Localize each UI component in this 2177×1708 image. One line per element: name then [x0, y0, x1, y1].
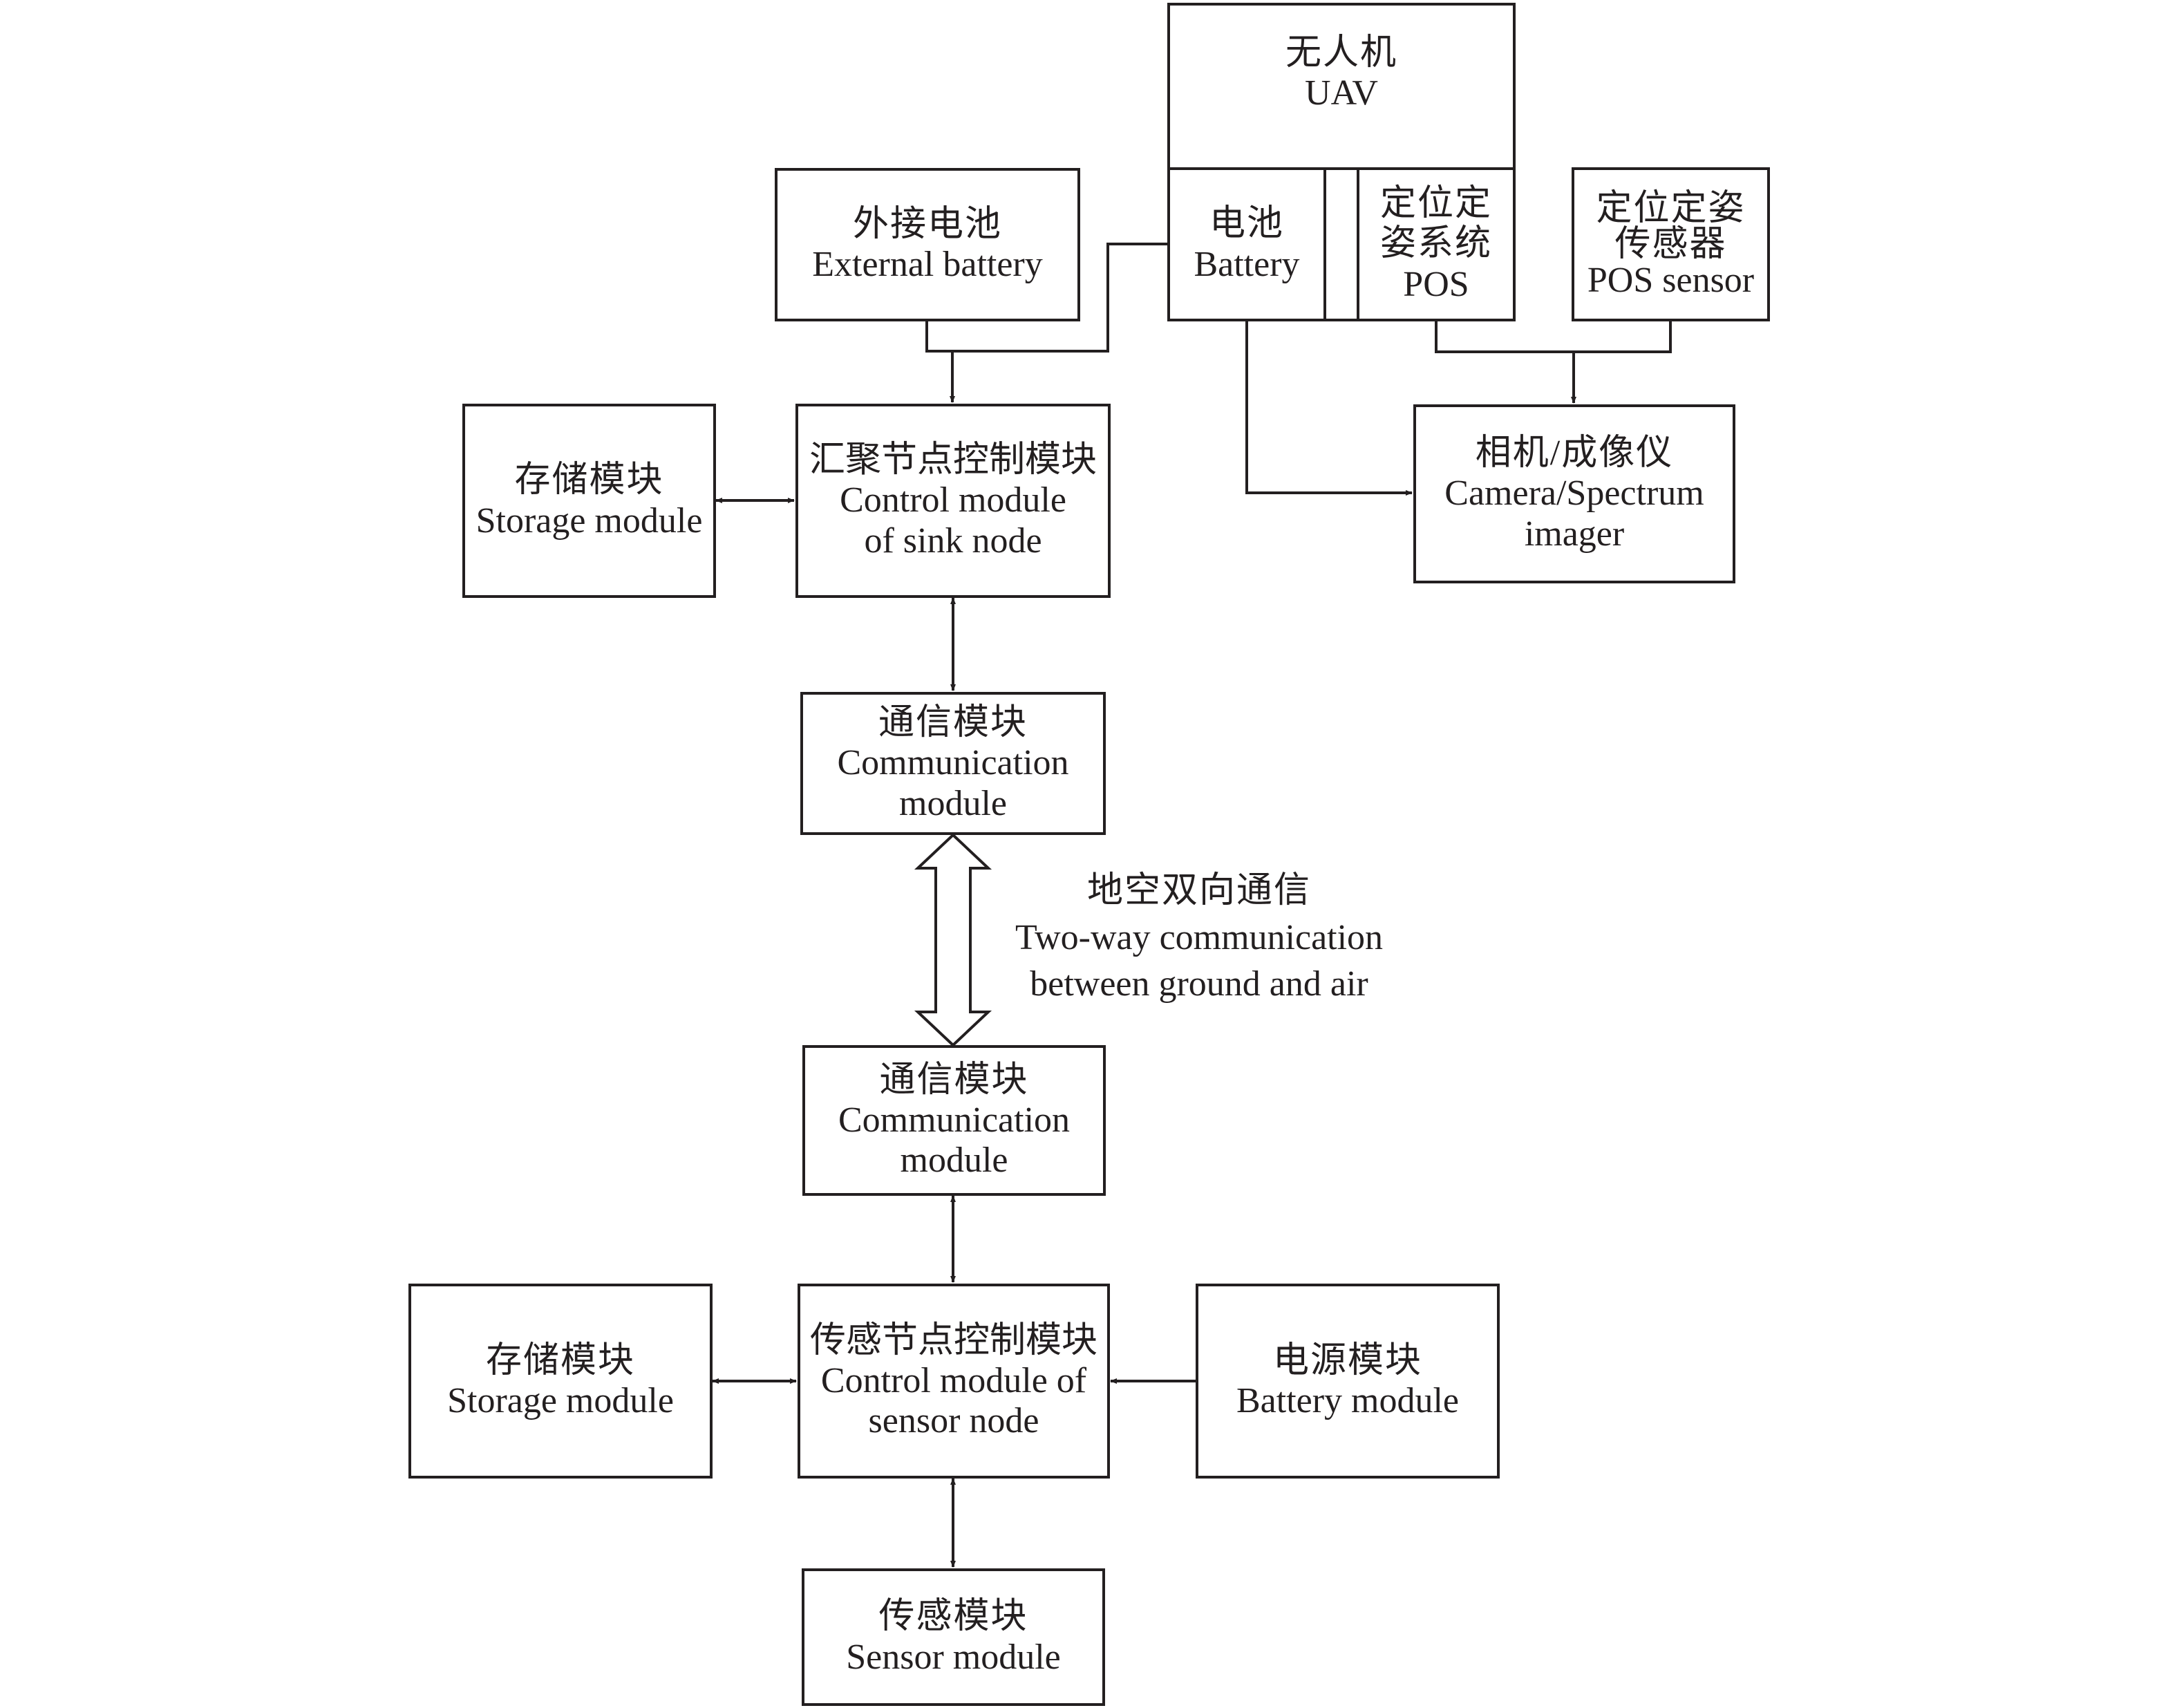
battery-module-box: 电源模块 Battery module — [1196, 1284, 1500, 1479]
external-battery-label-en: External battery — [812, 245, 1043, 284]
uav-battery-box: 电池 Battery — [1167, 167, 1326, 321]
two-way-link-label-en-2: between ground and air — [1030, 964, 1368, 1004]
uav-pos-label-en: POS — [1403, 264, 1469, 304]
external-battery-label-zh: 外接电池 — [852, 204, 1002, 244]
comm-ground-label-en-2: module — [900, 1141, 1008, 1181]
pos-sensor-label-en: POS sensor — [1587, 260, 1755, 300]
uav-battery-label-zh: 电池 — [1209, 204, 1284, 244]
sensor-control-label-zh: 传感节点控制模块 — [809, 1320, 1097, 1360]
comm-air-label-en-1: Communication — [837, 743, 1069, 783]
uav-battery-label-en: Battery — [1194, 244, 1300, 284]
uav-label-zh: 无人机 — [1285, 33, 1397, 73]
uav-divider — [1167, 167, 1516, 170]
camera-label-en-2: imager — [1524, 514, 1625, 554]
battery-camera-connector — [1245, 320, 1382, 494]
sensor-control-box: 传感节点控制模块 Control module of sensor node — [798, 1284, 1110, 1479]
two-way-link-label-en-1: Two-way communication — [1015, 917, 1384, 957]
pos-sensor-label-zh-1: 定位定姿 — [1596, 188, 1746, 228]
battery-module-label-zh: 电源模块 — [1272, 1340, 1422, 1380]
sink-control-label-en-2: of sink node — [864, 520, 1042, 561]
sensor-module-label-zh: 传感模块 — [878, 1597, 1028, 1637]
two-way-link-label: 地空双向通信 Two-way communication between gro… — [992, 867, 1406, 1008]
comm-ground-label-zh: 通信模块 — [879, 1060, 1029, 1100]
two-way-link-arrow — [914, 833, 992, 1047]
uav-label-en: UAV — [1305, 73, 1378, 113]
sensor-storage-box: 存储模块 Storage module — [408, 1284, 713, 1479]
pos-sensor-label-zh-2: 传感器 — [1614, 224, 1727, 264]
sensor-module-label-en: Sensor module — [846, 1637, 1061, 1677]
sensor-storage-label-zh: 存储模块 — [485, 1340, 635, 1380]
sensor-control-label-en-2: sensor node — [868, 1401, 1039, 1441]
uav-pos-box: 定位定 姿系统 POS — [1357, 167, 1516, 321]
comm-air-label-zh: 通信模块 — [878, 703, 1028, 743]
camera-label-zh: 相机/成像仪 — [1475, 433, 1674, 473]
two-way-link-label-zh: 地空双向通信 — [1086, 871, 1311, 910]
sink-control-box: 汇聚节点控制模块 Control module of sink node — [795, 404, 1111, 598]
battery-module-label-en: Battery module — [1236, 1381, 1460, 1420]
sink-control-label-en-1: Control module — [840, 480, 1066, 520]
sensor-control-label-en-1: Control module of — [820, 1360, 1087, 1400]
camera-label-en-1: Camera/Spectrum — [1444, 473, 1704, 514]
external-battery-box: 外接电池 External battery — [775, 168, 1080, 321]
camera-box: 相机/成像仪 Camera/Spectrum imager — [1413, 404, 1735, 583]
external-battery-connector — [925, 243, 1167, 353]
sensor-module-box: 传感模块 Sensor module — [802, 1568, 1105, 1706]
pos-camera-connector — [1435, 320, 1672, 353]
sink-storage-label-en: Storage module — [475, 500, 703, 541]
uav-pos-label-zh-1: 定位定 — [1379, 184, 1492, 224]
comm-air-box: 通信模块 Communication module — [800, 692, 1106, 835]
comm-ground-label-en-1: Communication — [838, 1100, 1071, 1140]
uav-pos-label-zh-2: 姿系统 — [1379, 224, 1492, 264]
comm-ground-box: 通信模块 Communication module — [802, 1045, 1106, 1196]
sensor-storage-label-en: Storage module — [447, 1381, 674, 1420]
comm-air-label-en-2: module — [899, 783, 1007, 823]
sink-storage-label-zh: 存储模块 — [514, 460, 664, 500]
sink-storage-box: 存储模块 Storage module — [462, 404, 716, 598]
pos-sensor-box: 定位定姿 传感器 POS sensor — [1572, 167, 1770, 321]
sink-control-label-zh: 汇聚节点控制模块 — [809, 440, 1097, 480]
